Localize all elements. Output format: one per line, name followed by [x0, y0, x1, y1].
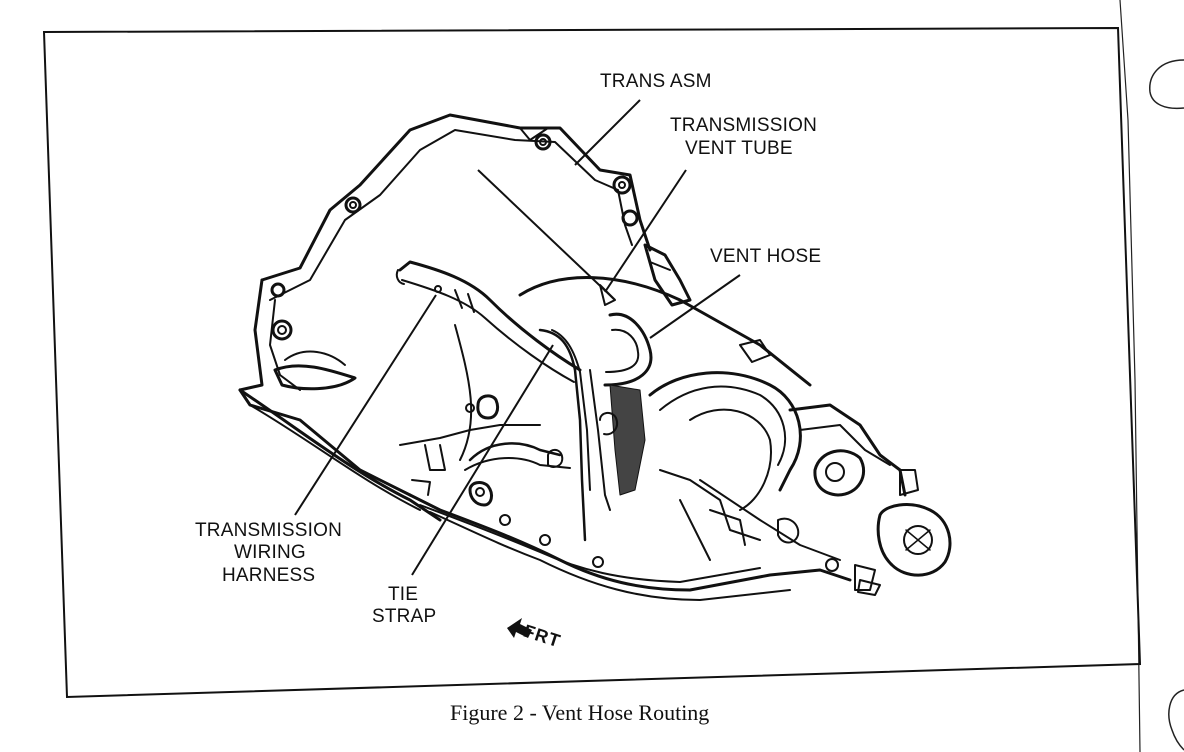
wiring-harness — [398, 260, 582, 372]
figure-frame — [42, 26, 1142, 699]
label-tie-strap-line1: TIE — [388, 584, 419, 605]
binder-hole-top — [1149, 59, 1184, 110]
bell-housing-flange — [260, 113, 652, 282]
label-transmission-vent-tube-line2: VENT TUBE — [685, 138, 793, 159]
tie-strap — [538, 328, 587, 542]
extension-housing — [648, 371, 802, 492]
vent-hose — [603, 312, 653, 387]
label-trans-asm: TRANS ASM — [600, 71, 712, 92]
label-wiring-harness-line1: TRANSMISSION — [195, 520, 343, 541]
leader-tie-strap — [411, 344, 554, 576]
label-wiring-harness-line3: HARNESS — [222, 565, 316, 586]
leader-trans-asm-inner — [477, 169, 616, 301]
front-arrow-icon — [507, 618, 532, 638]
binder-hole-bottom — [1168, 689, 1184, 751]
leader-vent-hose — [649, 274, 741, 339]
transmission-drawing — [238, 113, 952, 601]
leader-wiring-harness — [294, 294, 437, 516]
figure-caption: Figure 2 - Vent Hose Routing — [450, 700, 710, 725]
output-flange — [876, 503, 952, 577]
label-tie-strap-line2: STRAP — [372, 606, 437, 627]
label-wiring-harness-line2: WIRING — [234, 542, 306, 563]
leader-vent-tube — [604, 169, 687, 293]
leader-trans-asm — [574, 99, 641, 166]
label-transmission-vent-tube-line1: TRANSMISSION — [670, 115, 818, 136]
leader-lines — [294, 99, 741, 576]
label-vent-hose: VENT HOSE — [710, 246, 822, 267]
